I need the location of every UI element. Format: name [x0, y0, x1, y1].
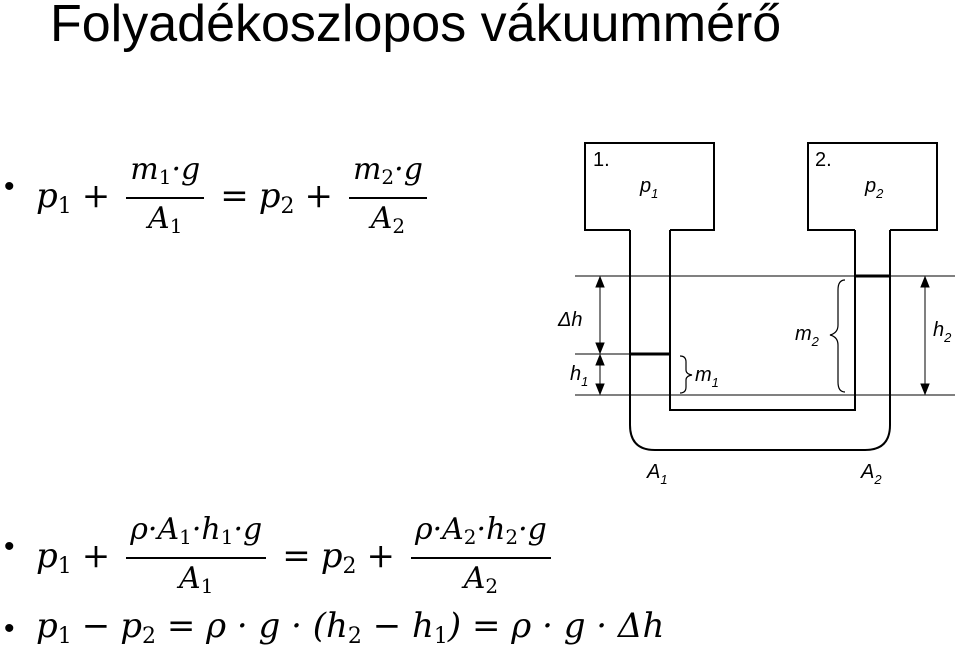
eq1-p1: p1 — [36, 176, 72, 219]
equation-3: p1−p2 = ρ · g · (h2 − h1) = ρ · g · Δh — [36, 606, 665, 649]
eq1-plus-2: + — [304, 176, 333, 216]
label-m1: m1 — [695, 364, 719, 390]
eq2-p1: p1 — [36, 536, 72, 579]
eq2-plus-2: + — [366, 536, 395, 576]
label-p2: p2 — [864, 175, 884, 201]
bullet-2: • — [4, 530, 15, 563]
m2-brace — [829, 279, 846, 393]
bullet-3: • — [4, 612, 15, 645]
eq1-equals: = — [220, 176, 249, 216]
label-m2: m2 — [795, 323, 820, 349]
label-a1: A1 — [646, 461, 668, 487]
eq1-plus: + — [81, 176, 111, 216]
eq2-plus: + — [81, 536, 111, 576]
eq2-p2: p2 — [320, 536, 357, 579]
label-dh: Δh — [557, 309, 583, 331]
eq2-equals: = — [282, 536, 311, 576]
vessel-2 — [807, 142, 938, 231]
u-tube-inner — [669, 230, 856, 411]
vessel-2-label: 2. — [815, 149, 832, 171]
eq1-p2: p2 — [258, 176, 295, 219]
label-h1: h1 — [570, 363, 588, 389]
label-a2: A2 — [860, 461, 882, 487]
m1-brace — [679, 355, 693, 394]
label-h2: h2 — [933, 319, 952, 345]
vessel-1 — [584, 142, 715, 231]
bullet-1: • — [4, 170, 15, 203]
label-p1: p1 — [639, 175, 658, 201]
slide-title: Folyadékoszlopos vákuummérő — [50, 0, 782, 53]
vessel-1-label: 1. — [593, 149, 610, 171]
u-tube-outer — [629, 230, 891, 451]
